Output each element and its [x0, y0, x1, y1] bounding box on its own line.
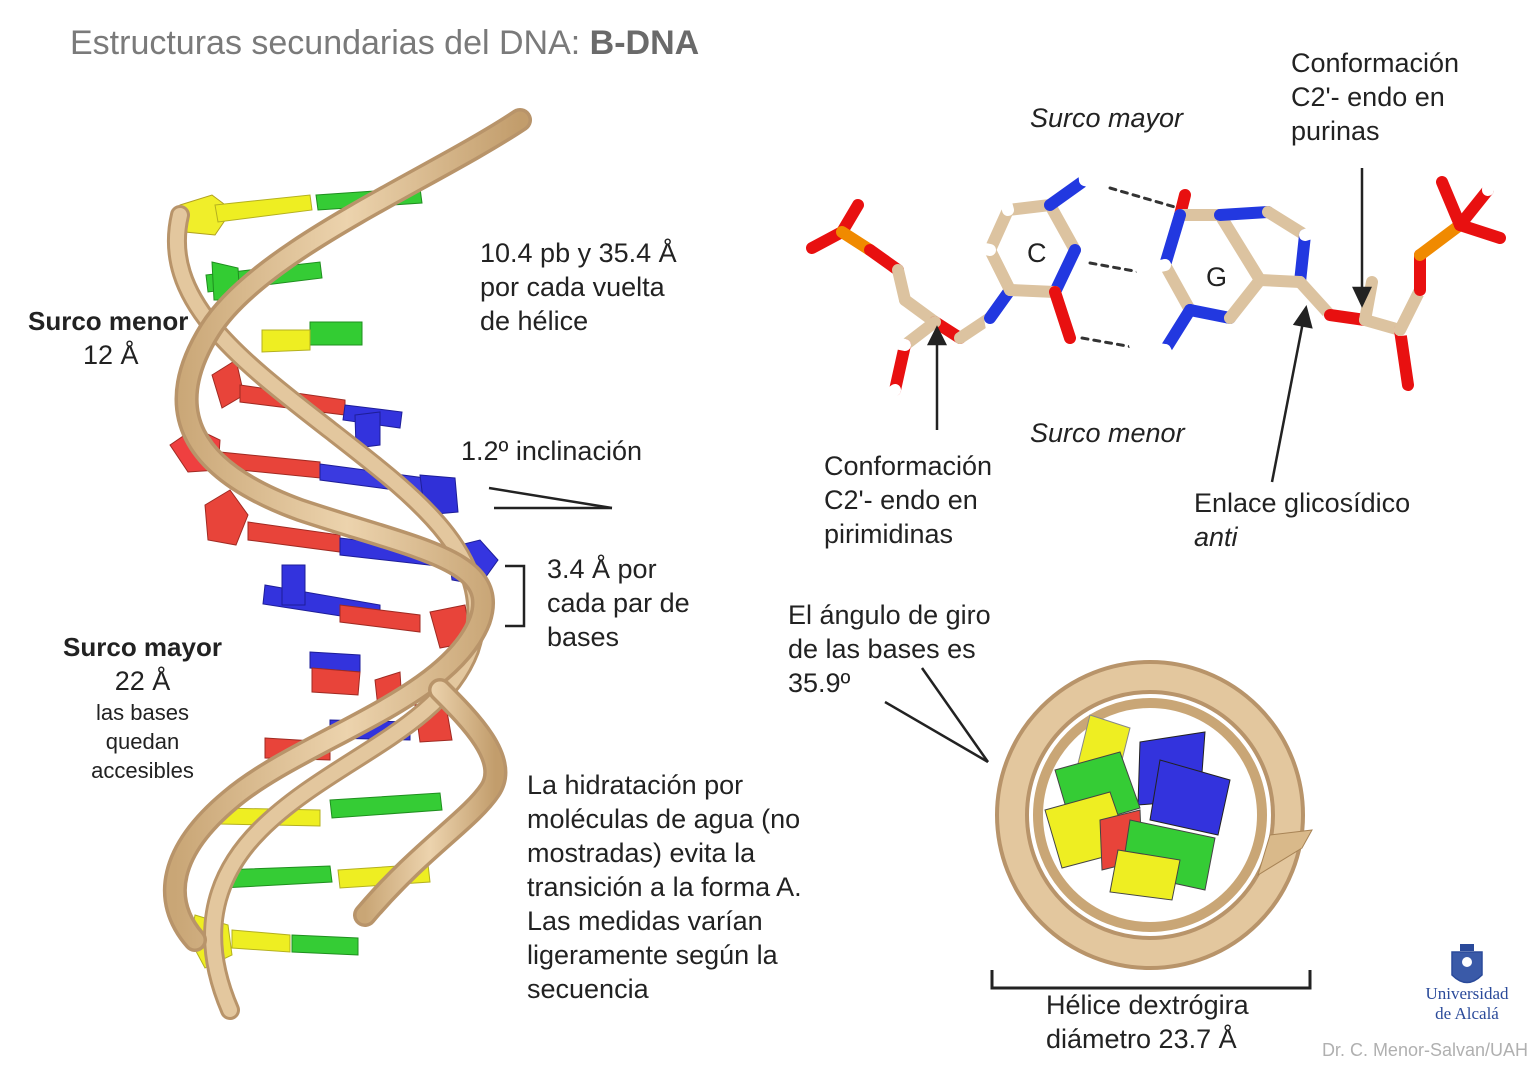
- hydration-line-5: Las medidas varían: [527, 906, 763, 936]
- hydration-note: La hidratación por moléculas de agua (no…: [527, 768, 802, 1006]
- helix-diameter-label: Hélice dextrógira diámetro 23.7 Å: [1046, 988, 1249, 1056]
- axial-view-model: [995, 660, 1313, 970]
- rise-line-1: 3.4 Å por: [547, 554, 657, 584]
- turn-line-2: por cada vuelta: [480, 272, 665, 302]
- major-groove-note-3: accesibles: [91, 758, 194, 783]
- major-groove-value: 22 Å: [114, 666, 171, 696]
- twist-line-3: 35.9º: [788, 668, 851, 698]
- twist-angle-label: El ángulo de giro de las bases es 35.9º: [788, 598, 991, 700]
- glycosidic-line-2: anti: [1194, 522, 1238, 552]
- inclination-label: 1.2º inclinación: [461, 436, 642, 466]
- page-title: Estructuras secundarias del DNA: B-DNA: [70, 24, 699, 63]
- pyrimidines-line-3: pirimidinas: [824, 519, 954, 549]
- pair-minor-groove-label: Surco menor: [1030, 418, 1185, 448]
- purine-conformation-label: Conformación C2'- endo en purinas: [1291, 46, 1459, 148]
- hydration-line-1: La hidratación por: [527, 770, 744, 800]
- base-g-label: G: [1206, 262, 1228, 292]
- base-c-label: C: [1027, 238, 1047, 268]
- university-logo: Universidad de Alcalá: [1412, 984, 1522, 1024]
- logo-line-1: Universidad: [1425, 984, 1509, 1003]
- rise-line-3: bases: [547, 622, 620, 652]
- twist-pointer-lines: [884, 667, 990, 764]
- inclination-lines: [488, 486, 613, 510]
- major-groove-title: Surco mayor: [63, 632, 222, 662]
- glycosidic-bond-label: Enlace glicosídico anti: [1194, 486, 1410, 554]
- hydration-line-7: secuencia: [527, 974, 649, 1004]
- major-groove-note-1: las bases: [96, 700, 189, 725]
- helix-backbone-strands: [162, 108, 532, 1020]
- twist-line-1: El ángulo de giro: [788, 600, 991, 630]
- hydration-line-6: ligeramente según la: [527, 940, 778, 970]
- major-groove-block: Surco mayor 22 Å las bases quedan accesi…: [40, 630, 245, 785]
- title-bold: B-DNA: [589, 24, 700, 62]
- diameter-line-1: Hélice dextrógira: [1046, 990, 1249, 1020]
- diameter-line-2: diámetro 23.7 Å: [1046, 1024, 1237, 1054]
- minor-groove-value: 12 Å: [83, 340, 139, 370]
- major-groove-note-2: quedan: [105, 729, 180, 754]
- hydration-line-4: transición a la forma A.: [527, 872, 802, 902]
- hydration-line-2: moléculas de agua (no: [527, 804, 801, 834]
- rise-bracket: [505, 564, 526, 628]
- pair-major-groove-label: Surco mayor: [1030, 103, 1184, 133]
- pyrimidines-line-1: Conformación: [824, 451, 993, 481]
- turn-line-1: 10.4 pb y 35.4 Å: [480, 238, 677, 268]
- logo-line-2: de Alcalá: [1435, 1004, 1499, 1023]
- purines-line-3: purinas: [1291, 116, 1380, 146]
- pyrimidine-conformation-label: Conformación C2'- endo en pirimidinas: [824, 449, 992, 551]
- hydration-line-3: mostradas) evita la: [527, 838, 756, 868]
- cg-base-pair-model: [806, 149, 1506, 408]
- author-credit: Dr. C. Menor-Salvan/UAH: [1321, 1040, 1528, 1060]
- university-crest: [1451, 944, 1483, 984]
- pyrimidines-line-2: C2'- endo en: [824, 485, 978, 515]
- minor-groove-title: Surco menor: [28, 306, 189, 336]
- turn-label: 10.4 pb y 35.4 Å por cada vuelta de héli…: [480, 236, 677, 338]
- glycosidic-line-1: Enlace glicosídico: [1194, 488, 1411, 518]
- purines-line-2: C2'- endo en: [1291, 82, 1445, 112]
- rise-line-2: cada par de: [547, 588, 690, 618]
- title-prefix: Estructuras secundarias del DNA:: [70, 24, 590, 62]
- purines-line-1: Conformación: [1291, 48, 1460, 78]
- twist-line-2: de las bases es: [788, 634, 976, 664]
- turn-line-3: de hélice: [480, 306, 589, 336]
- diameter-bracket: [990, 970, 1312, 990]
- pair-annotation-arrows: [926, 168, 1372, 483]
- rise-label: 3.4 Å por cada par de bases: [547, 552, 690, 654]
